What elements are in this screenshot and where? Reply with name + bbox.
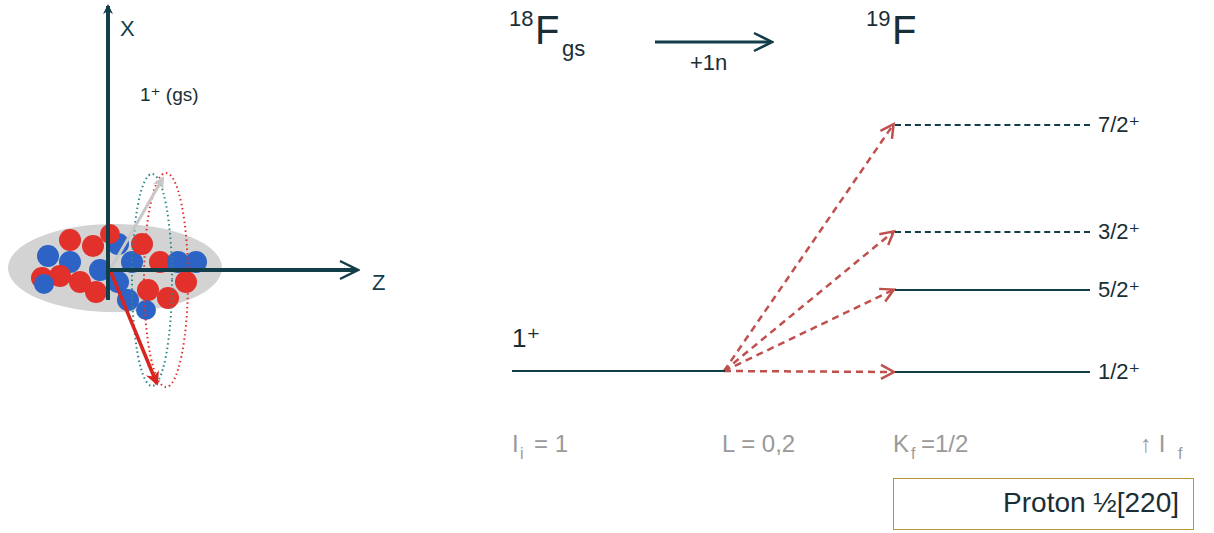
orbital-label: Proton ½[220]	[908, 489, 1179, 517]
level-line	[895, 289, 1090, 291]
transition-arrow	[724, 232, 893, 371]
axis-label: X	[120, 18, 135, 40]
energy-level: 3/2⁺	[895, 214, 1146, 250]
element-symbol: F	[535, 10, 559, 50]
precession-path	[144, 173, 188, 387]
mass-number: 18	[509, 8, 533, 30]
orbital-box: Proton ½[220]	[893, 478, 1194, 530]
mass-number: 19	[866, 8, 890, 30]
reaction-arrow	[655, 41, 770, 44]
reaction-label: +1n	[690, 52, 727, 74]
transition-arrow	[724, 125, 893, 371]
level-line	[895, 231, 1090, 233]
transition-arrow	[724, 371, 893, 372]
level-label: 7/2⁺	[1098, 114, 1140, 136]
precession-path	[132, 174, 172, 386]
level-label: 1⁺	[512, 325, 725, 351]
level-line	[895, 124, 1090, 126]
spin-label: = 1	[534, 432, 568, 456]
energy-level: 7/2⁺	[895, 107, 1146, 143]
spin-label: ↑ I	[1140, 432, 1165, 456]
element-symbol: F	[892, 10, 916, 50]
energy-level: 1/2⁺	[895, 354, 1146, 390]
spin-vector	[110, 178, 163, 270]
transition-arrow	[724, 290, 893, 371]
energy-level: 5/2⁺	[895, 272, 1146, 308]
k-subscript: f	[911, 446, 915, 462]
initial-level: 1⁺	[512, 325, 725, 372]
level-label: 5/2⁺	[1098, 279, 1140, 301]
k-label: K	[893, 432, 909, 456]
level-label: 3/2⁺	[1098, 221, 1140, 243]
spin-vector	[110, 270, 157, 384]
spin-label: I	[512, 432, 519, 456]
axis-label: Z	[372, 272, 385, 294]
z-axis	[108, 268, 356, 272]
level-label: 1/2⁺	[1098, 361, 1140, 383]
spin-subscript: i	[520, 446, 524, 462]
spin-subscript: f	[1178, 446, 1182, 462]
x-axis	[106, 6, 110, 300]
angular-momentum-label: L = 0,2	[722, 432, 795, 456]
k-label: =1/2	[921, 432, 968, 456]
level-line	[895, 371, 1090, 373]
state-subscript: gs	[562, 38, 585, 60]
state-label: 1⁺ (gs)	[140, 85, 199, 104]
